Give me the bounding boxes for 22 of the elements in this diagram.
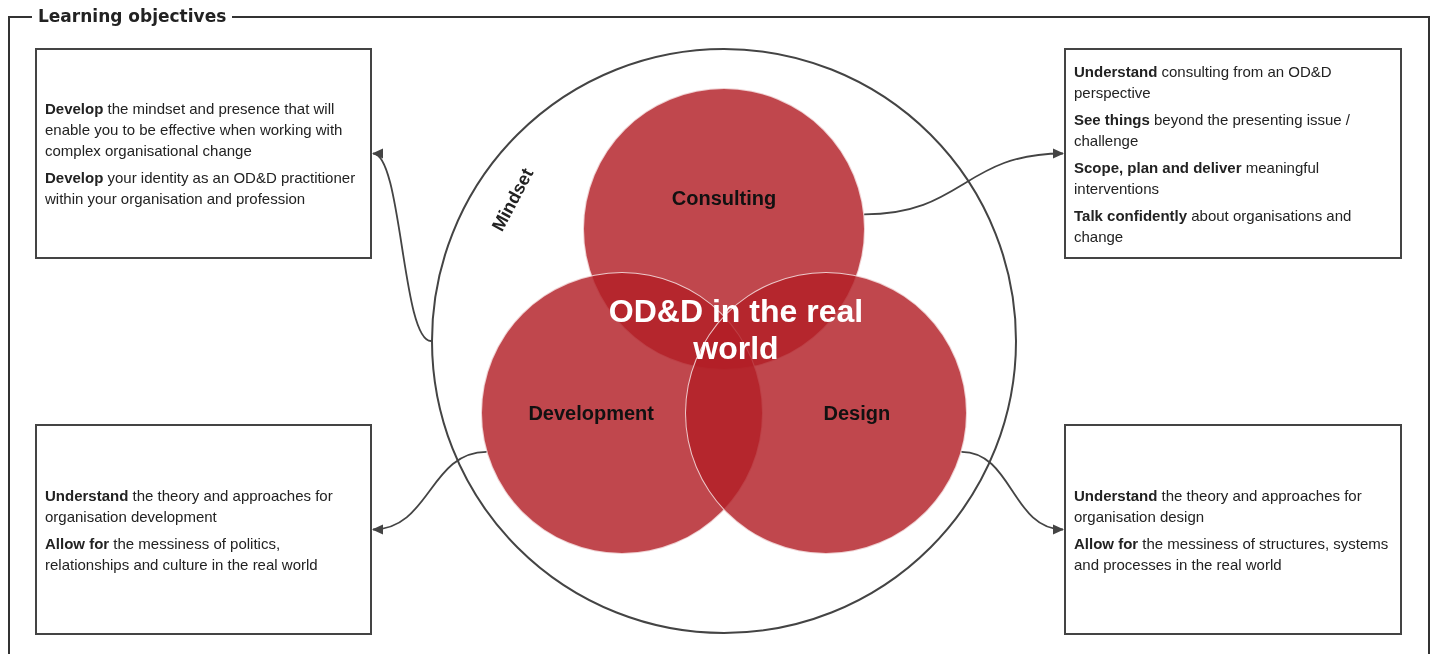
objective-box: [35, 424, 372, 635]
arrow: [960, 451, 1064, 534]
section-heading: Learning objectives: [32, 5, 233, 27]
objective-text: Talk confidently about organisations and change: [1074, 205, 1353, 247]
objective-text: Allow for the messiness of politics, relationships and culture in the real world: [45, 533, 319, 575]
objective-box: [1064, 424, 1402, 635]
objective-text: Develop your identity as an OD&D practitioner within your organisation and profession: [45, 168, 357, 209]
objective-text: Scope, plan and deliver meaningful interventions: [1074, 157, 1321, 199]
objective-box: [1064, 48, 1402, 259]
circle-label: Development: [528, 401, 654, 425]
circle-label: Consulting: [671, 186, 777, 210]
circle-label: Design: [823, 401, 891, 425]
objective-text: Understand consulting from an OD&D perspective: [1074, 61, 1333, 103]
objective-text: Understand the theory and approaches for organisation design: [1074, 485, 1363, 527]
arrow: [372, 451, 488, 534]
objective-text: See things beyond the presenting issue / challenge: [1074, 109, 1351, 151]
objective-box: [35, 48, 372, 259]
objective-text: Develop the mindset and presence that will enable you to be effective when working with complex organisational change: [45, 99, 344, 161]
objective-text: Understand the theory and approaches for organisation development: [45, 485, 334, 527]
outer-circle: [431, 48, 1017, 634]
arrow: [863, 149, 1064, 216]
objective-text: Allow for the messiness of structures, systems and processes in the real world: [1074, 533, 1390, 575]
